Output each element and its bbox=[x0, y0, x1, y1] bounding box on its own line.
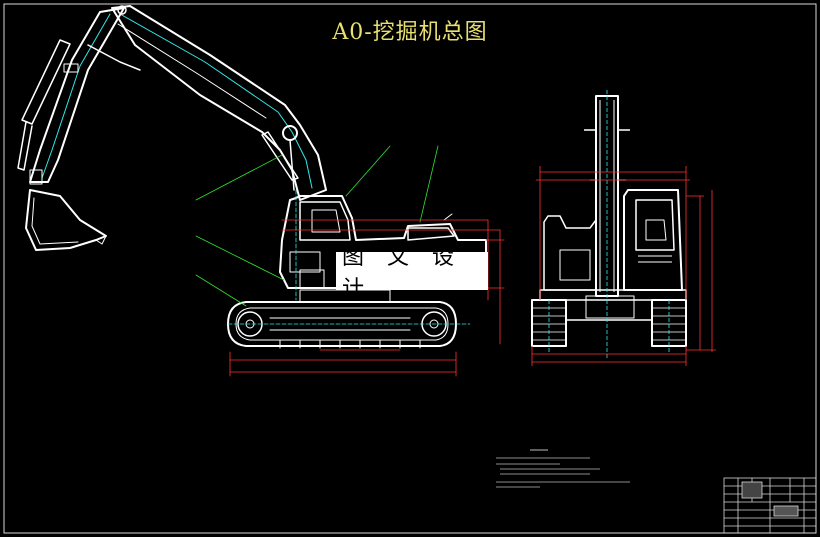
title-block bbox=[723, 477, 817, 534]
excavator-side-view bbox=[17, 5, 505, 377]
boom-cylinder bbox=[261, 131, 299, 191]
excavator-front-view bbox=[531, 90, 716, 366]
side-dimensions bbox=[229, 219, 505, 377]
front-dimensions bbox=[531, 166, 716, 366]
crawler-track bbox=[227, 289, 457, 349]
sheet-border bbox=[3, 3, 817, 534]
arm-cylinder bbox=[17, 39, 71, 171]
leader-lines bbox=[195, 145, 439, 307]
front-centerlines bbox=[548, 90, 670, 360]
side-centerlines bbox=[227, 189, 471, 325]
arm bbox=[29, 7, 141, 185]
bucket bbox=[25, 189, 107, 251]
drawing-title: A0-挖掘机总图 bbox=[332, 20, 488, 45]
